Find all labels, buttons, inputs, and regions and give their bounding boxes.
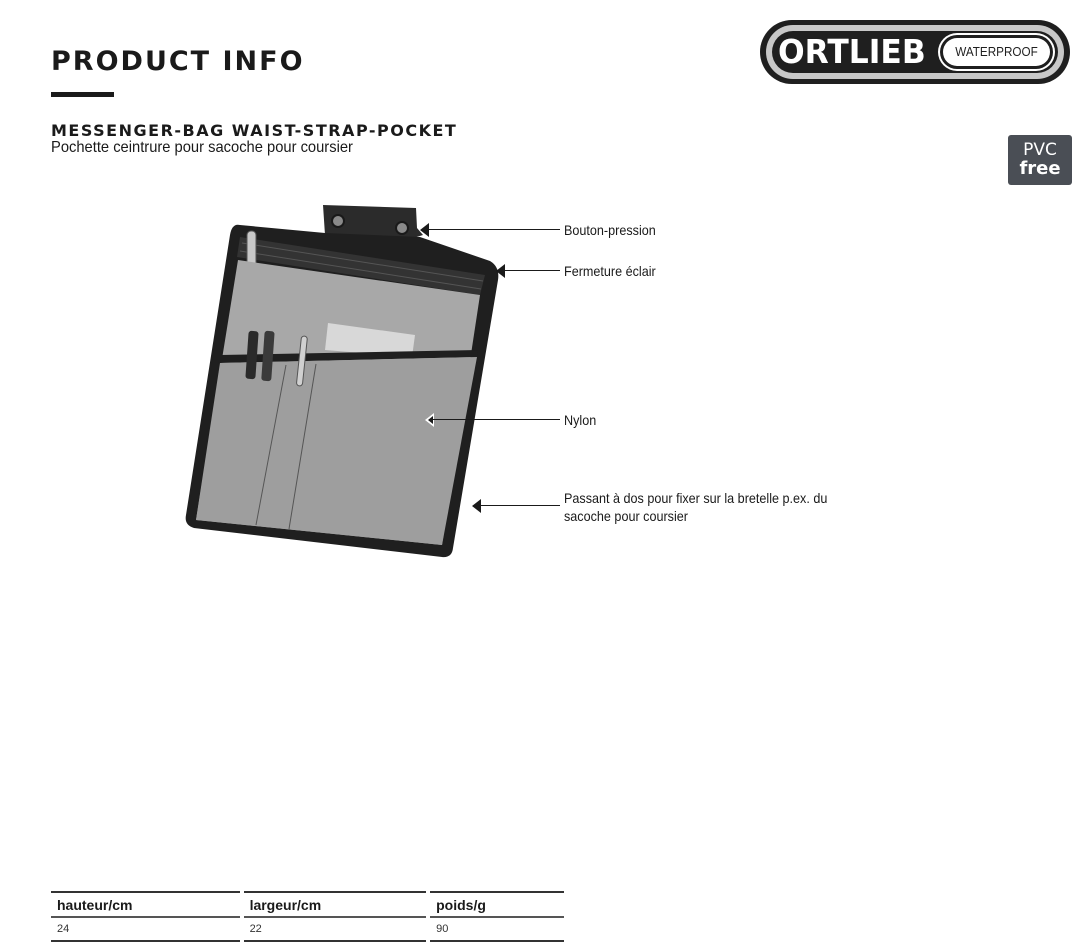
specs-table: hauteur/cm largeur/cm poids/g 24 22 90 [51,891,564,942]
weight-value: 90 [426,917,564,942]
width-value: 22 [239,917,429,942]
arrow-left-icon [420,223,429,237]
title-underline [51,92,114,97]
snap-button-icon [331,214,345,228]
pvc-free-badge: PVC free [1008,135,1072,185]
callout-label-strap-loop-2: sacoche pour coursier [564,508,688,524]
snap-button-icon [395,221,409,235]
arrow-left-icon [496,264,505,278]
product-image [185,205,499,558]
callout-label-zipper: Fermeture éclair [564,263,656,279]
waterproof-badge: WATERPROOF [943,38,1050,66]
arrow-left-icon-inner [428,416,433,424]
product-subtitle: Pochette ceintrure pour sacoche pour cou… [51,139,353,156]
column-header-width: largeur/cm [239,891,429,918]
waterproof-label: WATERPROOF [955,44,1038,59]
ortlieb-logo: ORTLIEB WATERPROOF [760,20,1070,84]
column-header-weight: poids/g [426,891,564,918]
pvc-label: PVC [1023,140,1057,160]
callout-strap-loop [472,496,560,516]
specs-header-row: hauteur/cm largeur/cm poids/g [51,891,564,918]
height-value: 24 [51,917,242,942]
column-header-height: hauteur/cm [51,891,242,918]
product-name: MESSENGER-BAG WAIST-STRAP-POCKET [51,121,458,140]
brand-name: ORTLIEB [778,32,926,71]
callout-label-snap: Bouton-pression [564,222,656,238]
callout-label-nylon: Nylon [564,412,597,428]
callout-snap [420,220,560,240]
table-row: 24 22 90 [51,917,564,942]
callout-nylon [425,410,560,430]
arrow-left-icon [472,499,481,513]
callout-zipper [496,261,560,281]
page-title: PRODUCT INFO [51,46,305,77]
free-label: free [1019,158,1061,179]
callout-label-strap-loop-1: Passant à dos pour fixer sur la bretelle… [564,490,828,506]
